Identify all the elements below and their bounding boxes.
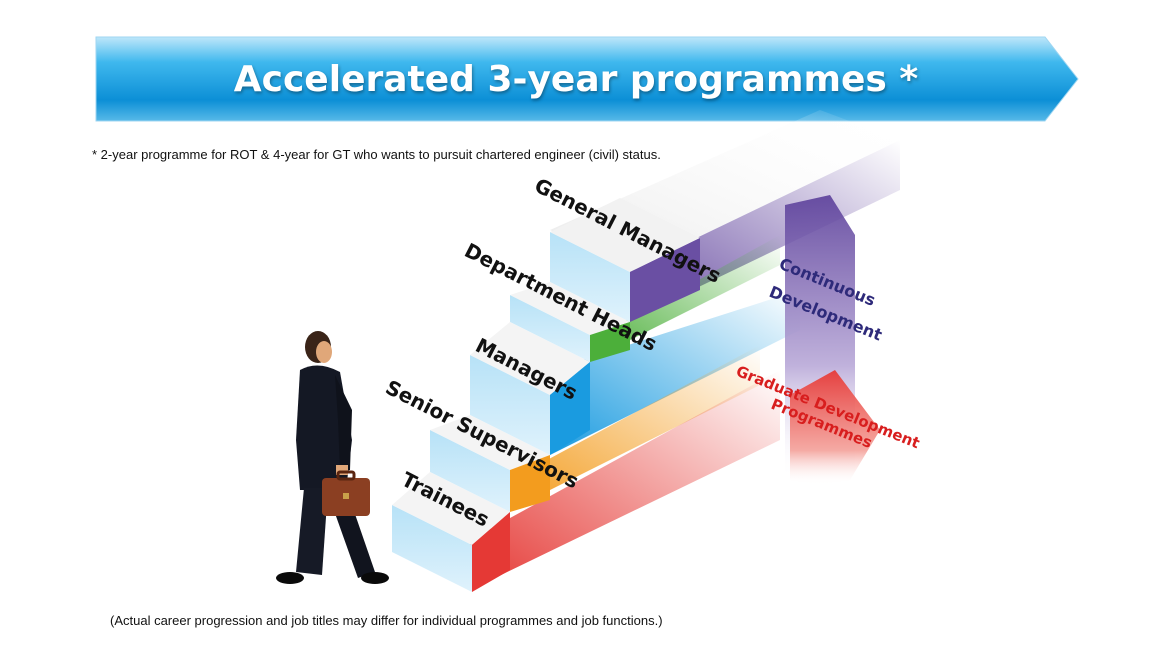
footnote-text: * 2-year programme for ROT & 4-year for … bbox=[92, 147, 661, 162]
graduate-development-arrow bbox=[790, 370, 880, 485]
businessman-figure bbox=[276, 331, 389, 584]
caption-text: (Actual career progression and job title… bbox=[110, 613, 663, 628]
staircase bbox=[392, 198, 700, 592]
page-title: Accelerated 3-year programmes * bbox=[233, 58, 919, 100]
